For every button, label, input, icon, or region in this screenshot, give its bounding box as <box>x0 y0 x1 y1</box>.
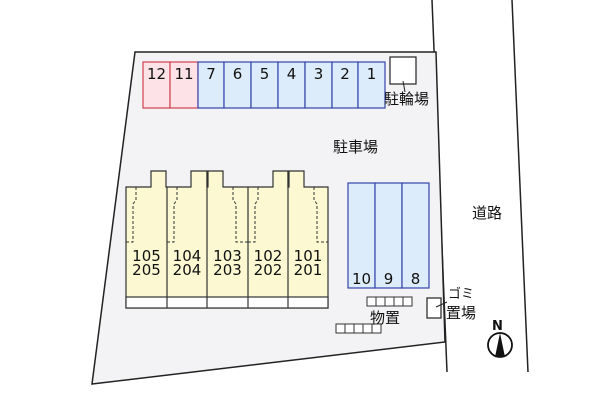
storage-shed <box>393 296 404 307</box>
storage-shed <box>384 296 395 307</box>
parking-space-number: 10 <box>352 270 371 288</box>
stair-dashed-line <box>313 187 328 243</box>
unit-number-upper: 205 <box>132 261 161 279</box>
parking-space <box>374 182 403 289</box>
storage-shed <box>375 296 386 307</box>
storage-label: 物置 <box>370 309 400 327</box>
unit-number-upper: 204 <box>173 261 202 279</box>
parking-space-number: 6 <box>233 65 243 83</box>
garbage-leader <box>435 301 448 308</box>
garbage-area-box <box>426 297 442 319</box>
parking-space <box>142 61 171 109</box>
north-label: N <box>492 319 503 334</box>
stair-dashed-line <box>126 187 137 243</box>
stair-dashed-line <box>167 187 178 243</box>
parking-space-number: 5 <box>260 65 270 83</box>
storage-shed <box>402 296 413 307</box>
parking-space-number: 2 <box>340 65 350 83</box>
storage-shed <box>335 323 346 334</box>
parking-space <box>357 61 386 109</box>
parking-space <box>169 61 199 109</box>
north-compass-icon: N <box>487 319 513 358</box>
unit-number-ground: 105 <box>132 247 161 265</box>
unit-number-ground: 102 <box>254 247 283 265</box>
bicycle-parking-label: 駐輪場 <box>384 90 429 108</box>
bicycle-parking-box <box>389 56 417 85</box>
garbage-label-line1: ゴミ <box>448 286 474 302</box>
unit-number-ground: 103 <box>213 247 242 265</box>
road-label: 道路 <box>472 204 502 222</box>
storage-sheds <box>335 296 413 334</box>
road-edge-right <box>511 0 529 373</box>
unit-number-upper: 202 <box>254 261 283 279</box>
stair-dashed-line <box>232 187 248 243</box>
storage-shed <box>366 296 377 307</box>
storage-shed <box>353 323 364 334</box>
parking-space <box>304 61 333 109</box>
parking-space <box>347 182 376 289</box>
parking-space-number: 11 <box>174 65 193 83</box>
bicycle-parking-leader <box>402 80 406 93</box>
garbage-label-line2: 置場 <box>446 304 476 322</box>
parking-space-number: 7 <box>206 65 216 83</box>
storage-shed <box>371 323 382 334</box>
parking-space <box>331 61 359 109</box>
balcony-strip <box>125 296 329 309</box>
parking-space-number: 4 <box>287 65 297 83</box>
unit-number-upper: 201 <box>294 261 323 279</box>
parking-space <box>197 61 225 109</box>
parking-space-number: 1 <box>367 65 377 83</box>
unit-number-ground: 101 <box>294 247 323 265</box>
unit-number-ground: 104 <box>173 247 202 265</box>
storage-shed <box>344 323 355 334</box>
parking-space <box>401 182 430 289</box>
building-outline <box>125 170 329 309</box>
parking-space-number: 3 <box>314 65 324 83</box>
parking-space-number: 9 <box>384 270 394 288</box>
stair-dashed-line <box>248 187 259 243</box>
unit-number-upper: 203 <box>213 261 242 279</box>
parking-space-number: 8 <box>411 270 421 288</box>
parking-space-number: 12 <box>147 65 166 83</box>
parking-lot-label: 駐車場 <box>333 138 378 156</box>
